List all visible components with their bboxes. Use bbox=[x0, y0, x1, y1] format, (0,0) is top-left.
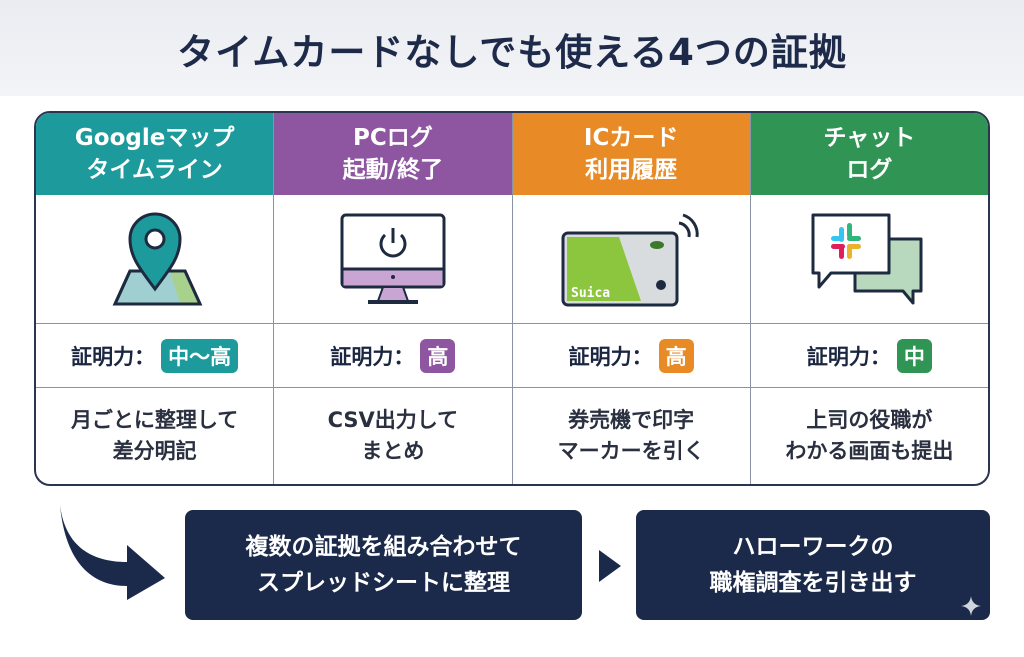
flow-step-hello-work: ハローワークの職権調査を引き出す bbox=[636, 510, 990, 620]
header-line: PCログ bbox=[353, 125, 433, 151]
note-line: マーカーを引く bbox=[557, 439, 705, 463]
note: 月ごとに整理して差分明記 bbox=[36, 388, 273, 484]
rating-badge: 高 bbox=[420, 338, 456, 373]
note: 券売機で印字マーカーを引く bbox=[513, 388, 750, 484]
rating-row: 証明力：中〜高 bbox=[36, 324, 274, 388]
sparkle-icon bbox=[961, 596, 981, 616]
note-line: 差分明記 bbox=[112, 439, 197, 463]
icon-cell: Suica bbox=[512, 195, 750, 324]
note: CSV出力してまとめ bbox=[274, 388, 511, 484]
column-header: Googleマップタイムライン bbox=[36, 113, 274, 195]
header-line: ICカード bbox=[583, 125, 679, 151]
note-line: 上司の役職が bbox=[806, 408, 933, 432]
rating-badge: 中 bbox=[896, 338, 932, 373]
icon-cell bbox=[274, 195, 512, 324]
rating-badge: 中〜高 bbox=[161, 338, 239, 373]
flow-line: 職権調査を引き出す bbox=[709, 570, 917, 596]
header-line: 起動/終了 bbox=[342, 157, 444, 183]
column-header: チャットログ bbox=[750, 113, 988, 195]
column-header: ICカード利用履歴 bbox=[512, 113, 750, 195]
ic-card-icon: Suica bbox=[561, 213, 699, 307]
header-line: チャット bbox=[823, 125, 916, 151]
rating-row: 証明力：中 bbox=[750, 324, 988, 388]
rating-label: 証明力： bbox=[71, 344, 156, 369]
note-line: 月ごとに整理して bbox=[70, 408, 239, 432]
header-line: ログ bbox=[846, 157, 893, 183]
card-text: Suica bbox=[571, 286, 610, 301]
column-ic-card: ICカード利用履歴 Suica 証明力：高 券売機で印字マーカーを引く bbox=[512, 113, 751, 484]
flow-line: ハローワークの bbox=[732, 534, 894, 560]
rating-badge: 高 bbox=[658, 338, 694, 373]
rating-row: 証明力：高 bbox=[512, 324, 750, 388]
title-band bbox=[0, 0, 1024, 96]
rating-label: 証明力： bbox=[806, 344, 891, 369]
column-pc-log: PCログ起動/終了 証明力：高 CSV出力してまとめ bbox=[274, 113, 513, 484]
icon-cell bbox=[750, 195, 988, 324]
page-title: タイムカードなしでも使える4つの証拠 bbox=[177, 31, 847, 74]
column-google-maps: Googleマップタイムライン 証明力：中〜高 月ごとに整理して差分明記 bbox=[36, 113, 275, 484]
column-chat-log: チャットログ 証明力：中 上司の役職がわかる画面も提出 bbox=[750, 113, 988, 484]
arrow-right-icon bbox=[599, 550, 621, 582]
evidence-table: Googleマップタイムライン 証明力：中〜高 月ごとに整理して差分明記 PCロ… bbox=[34, 111, 990, 486]
column-header: PCログ起動/終了 bbox=[274, 113, 512, 195]
header-line: 利用履歴 bbox=[585, 157, 678, 183]
map-pin-icon bbox=[112, 212, 202, 306]
monitor-power-icon bbox=[340, 213, 446, 304]
note-line: 券売機で印字 bbox=[568, 408, 695, 432]
curved-arrow-icon bbox=[60, 505, 165, 600]
note-line: まとめ bbox=[361, 439, 425, 463]
icon-cell bbox=[36, 195, 274, 324]
chat-bubbles-icon bbox=[811, 213, 923, 305]
rating-row: 証明力：高 bbox=[274, 324, 512, 388]
flow-line: 複数の証拠を組み合わせて bbox=[245, 534, 522, 560]
flow-line: スプレッドシートに整理 bbox=[257, 570, 510, 596]
header-line: Googleマップ bbox=[74, 125, 235, 151]
note-line: CSV出力して bbox=[327, 408, 459, 432]
note: 上司の役職がわかる画面も提出 bbox=[751, 388, 988, 484]
rating-label: 証明力： bbox=[568, 344, 653, 369]
rating-label: 証明力： bbox=[330, 344, 415, 369]
note-line: わかる画面も提出 bbox=[785, 439, 954, 463]
header-line: タイムライン bbox=[86, 157, 223, 183]
flow-step-organize: 複数の証拠を組み合わせてスプレッドシートに整理 bbox=[185, 510, 582, 620]
